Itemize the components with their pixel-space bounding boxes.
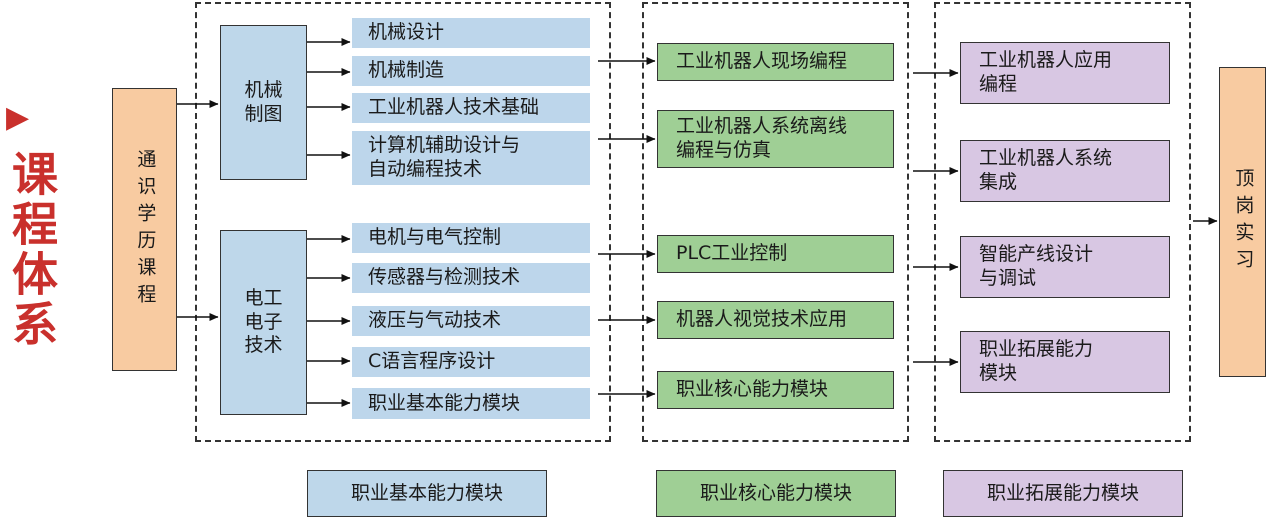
basic-course-1: 机械设计 (352, 18, 590, 48)
basic-course-7: 液压与气动技术 (352, 306, 590, 336)
ext-course-1: 工业机器人应用 编程 (960, 42, 1170, 104)
general-course-box: 通识学历课程 (112, 88, 177, 371)
diagram-title: 课程体系 (5, 150, 59, 350)
ext-course-4: 职业拓展能力 模块 (960, 331, 1170, 393)
basic-course-9: 职业基本能力模块 (352, 388, 590, 419)
core-course-3: PLC工业控制 (657, 235, 894, 273)
ext-group-frame (934, 2, 1191, 442)
basic-group-frame (195, 2, 611, 442)
basic-course-4: 计算机辅助设计与 自动编程技术 (352, 131, 590, 185)
ext-course-3: 智能产线设计 与调试 (960, 236, 1170, 298)
group-electrical: 电工 电子 技术 (220, 230, 307, 415)
core-course-2: 工业机器人系统离线 编程与仿真 (657, 110, 894, 168)
core-course-1: 工业机器人现场编程 (657, 43, 894, 81)
title-arrow-icon: ▶ (6, 100, 30, 135)
core-course-5: 职业核心能力模块 (657, 371, 894, 409)
legend-core: 职业核心能力模块 (656, 470, 896, 517)
core-group-frame (642, 2, 909, 442)
basic-course-8: C语言程序设计 (352, 347, 590, 377)
basic-course-5: 电机与电气控制 (352, 223, 590, 253)
legend-basic: 职业基本能力模块 (307, 470, 547, 517)
internship-box: 顶岗实习 (1219, 67, 1266, 377)
basic-course-3: 工业机器人技术基础 (352, 93, 590, 123)
group-mech-drawing: 机械 制图 (220, 25, 307, 180)
legend-ext: 职业拓展能力模块 (943, 470, 1183, 517)
basic-course-6: 传感器与检测技术 (352, 263, 590, 293)
ext-course-2: 工业机器人系统 集成 (960, 140, 1170, 202)
core-course-4: 机器人视觉技术应用 (657, 301, 894, 339)
basic-course-2: 机械制造 (352, 56, 590, 86)
